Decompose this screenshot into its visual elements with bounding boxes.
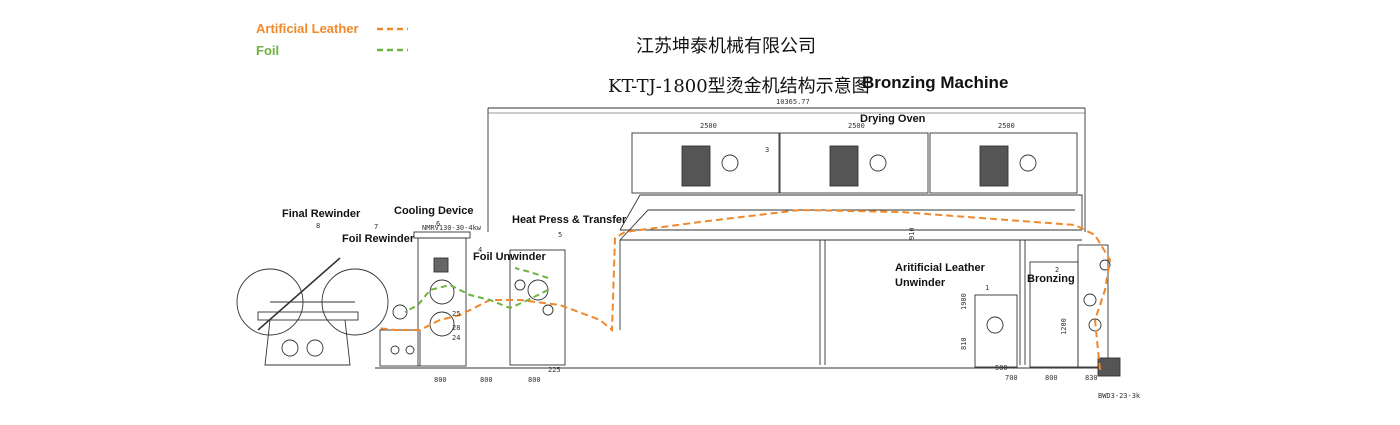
label-cooling-device: Cooling Device — [394, 205, 474, 217]
dim-oven-2: 2500 — [848, 122, 865, 130]
dim-v-1980: 1980 — [960, 293, 968, 310]
legend-leather-label: Artificial Leather — [256, 21, 359, 36]
label-leather-unwinder-line1: Aritificial Leather — [895, 262, 985, 274]
oven-box-1 — [631, 132, 780, 194]
motor-code-2: BWD3-23-3k — [1098, 392, 1141, 400]
label-foil-unwinder: Foil Unwinder — [473, 251, 546, 263]
dim-bottom-1: 800 — [434, 376, 447, 384]
oven-fan-1 — [681, 145, 711, 187]
num-28: 28 — [452, 324, 460, 332]
legend-foil-label: Foil — [256, 43, 280, 58]
dim-bottom-3: 800 — [528, 376, 541, 384]
label-final-rewinder: Final Rewinder — [282, 208, 361, 220]
foil-path-top — [514, 267, 549, 279]
oven-fan-3 — [979, 145, 1009, 187]
num-6: 6 — [436, 220, 440, 228]
label-bronzing: Bronzing — [1027, 273, 1075, 285]
oven-box-3 — [929, 132, 1078, 194]
dim-right-4: 830 — [1085, 374, 1098, 382]
dim-total: 10365.77 — [776, 98, 810, 106]
label-foil-rewinder: Foil Rewinder — [342, 233, 415, 245]
model-title: KT-TJ-1800型烫金机结构示意图 — [608, 76, 870, 97]
company-title: 江苏坤泰机械有限公司 — [636, 36, 816, 57]
oven-fan-2 — [829, 145, 859, 187]
num-25: 25 — [452, 310, 460, 318]
motor-code: NMRV130-30-4kw — [422, 224, 482, 232]
dim-bottom-2: 800 — [480, 376, 493, 384]
dim-oven-1: 2500 — [700, 122, 717, 130]
num-8: 8 — [316, 222, 320, 230]
foil-path — [404, 283, 549, 313]
heat-press-frame — [509, 249, 566, 366]
num-3: 3 — [765, 146, 769, 154]
dim-v-810: 810 — [960, 337, 968, 350]
label-heat-press: Heat Press & Transfer — [512, 214, 627, 226]
label-leather-unwinder-line2: Unwinder — [895, 277, 946, 289]
dim-right-1: 580 — [995, 364, 1008, 372]
leather-path — [377, 208, 1112, 371]
num-7: 7 — [374, 223, 378, 231]
dim-v-1200: 1200 — [1060, 318, 1068, 335]
label-drying-oven: Drying Oven — [860, 113, 926, 125]
cooling-device-frame — [417, 237, 467, 367]
leather-unwinder-frame — [974, 294, 1018, 368]
num-24: 24 — [452, 334, 460, 342]
dim-right-2: 700 — [1005, 374, 1018, 382]
foil-rewinder-base — [379, 329, 421, 367]
num-5: 5 — [558, 231, 562, 239]
num-4: 4 — [478, 246, 482, 254]
num-1: 1 — [985, 284, 989, 292]
dim-bottom-4: 225 — [548, 366, 561, 374]
dim-right-3: 800 — [1045, 374, 1058, 382]
oven-box-2 — [779, 132, 929, 194]
english-title: Bronzing Machine — [862, 73, 1009, 92]
num-2: 2 — [1055, 266, 1059, 274]
dim-oven-3: 2500 — [998, 122, 1015, 130]
dim-v-910: 910 — [908, 227, 916, 240]
